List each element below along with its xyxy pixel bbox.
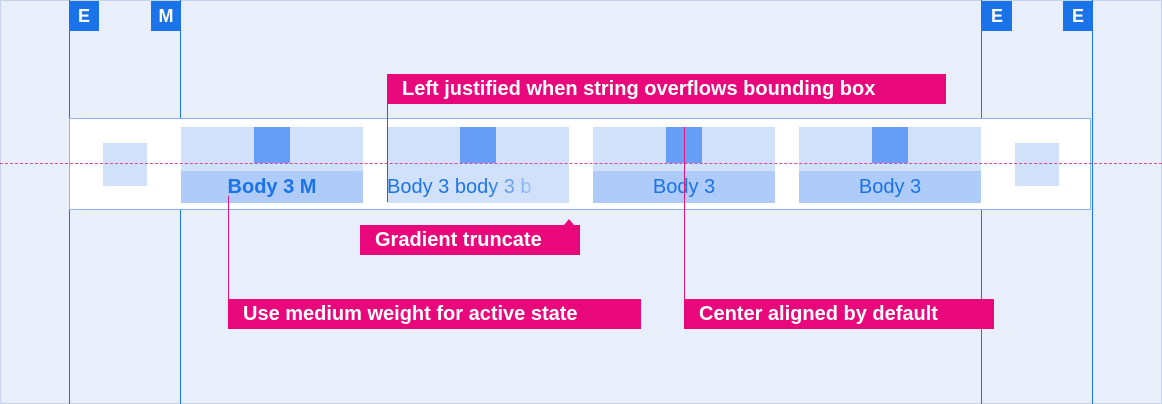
gradient-truncate-pointer — [564, 219, 574, 225]
left-justified-callout: Left justified when string overflows bou… — [387, 74, 946, 104]
center-aligned-callout: Center aligned by default — [684, 299, 994, 329]
left-margin-marker: M — [151, 1, 181, 31]
tab-1-icon — [254, 127, 290, 163]
leading-scroll-area — [103, 143, 147, 186]
tab-4-label[interactable]: Body 3 — [799, 171, 981, 203]
left-edge-marker: E — [69, 1, 99, 31]
center-aligned-leader — [684, 127, 685, 314]
left-justified-leader — [387, 75, 388, 202]
tab-2-label[interactable]: Body 3 body 3 b — [387, 171, 569, 203]
right-edge-marker: E — [982, 1, 1012, 31]
gradient-truncate-callout: Gradient truncate — [360, 225, 580, 255]
medium-weight-leader — [228, 196, 229, 314]
tab-1-label[interactable]: Body 3 M — [181, 171, 363, 203]
center-baseline-guide — [0, 163, 1162, 164]
right-edge-marker-outer: E — [1063, 1, 1093, 31]
tab-2-icon — [460, 127, 496, 163]
tab-2-label-text: Body 3 body 3 b — [387, 176, 532, 198]
medium-weight-callout: Use medium weight for active state — [228, 299, 641, 329]
tab-4-icon — [872, 127, 908, 163]
right-edge-guide — [1092, 0, 1093, 404]
trailing-scroll-area — [1015, 143, 1059, 186]
